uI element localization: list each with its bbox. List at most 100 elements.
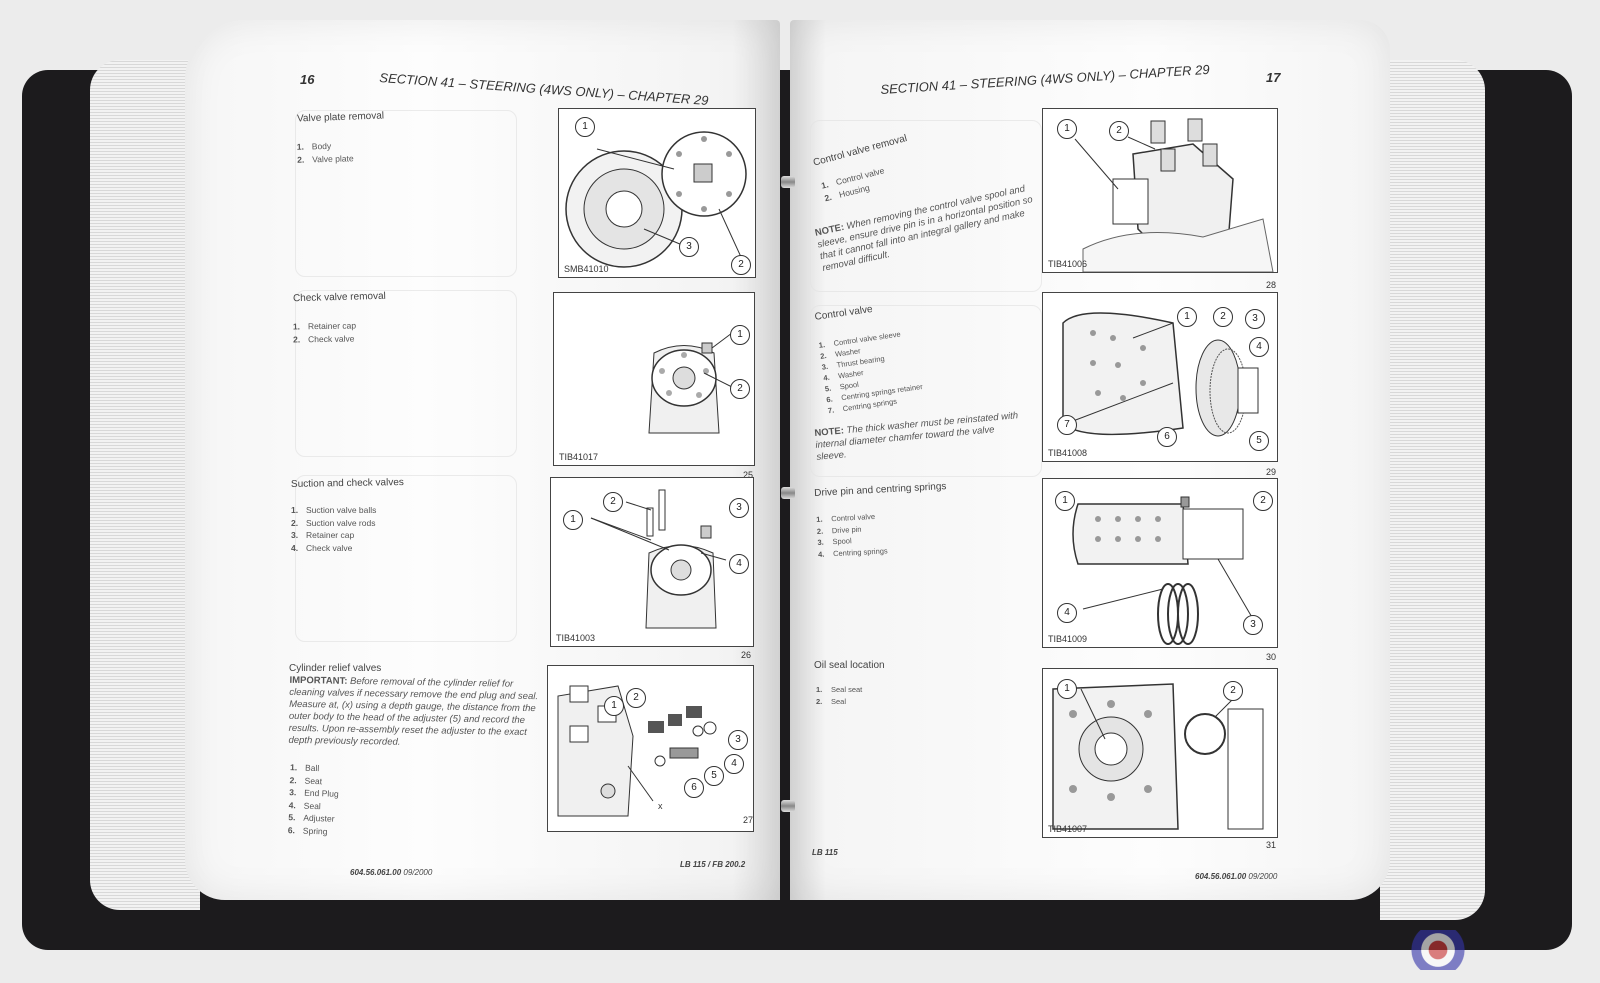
left-page: 16 SECTION 41 – STEERING (4WS ONLY) – CH… bbox=[185, 20, 780, 900]
callout-marker: 1 bbox=[730, 325, 750, 345]
figure-code: TIB41009 bbox=[1048, 634, 1088, 644]
callout-marker: 2 bbox=[1253, 491, 1273, 511]
callout-marker: 4 bbox=[724, 754, 744, 774]
right-page: SECTION 41 – STEERING (4WS ONLY) – CHAPT… bbox=[790, 20, 1390, 900]
figure-number: 26 bbox=[741, 650, 752, 660]
parts-list: 1.Retainer cap 2.Check valve bbox=[293, 319, 357, 345]
page-number: 17 bbox=[1266, 70, 1281, 85]
callout-marker: 3 bbox=[1245, 309, 1265, 329]
x-label: x bbox=[658, 801, 663, 811]
figure-number: 27 bbox=[743, 815, 754, 825]
important-note: IMPORTANT: Before removal of the cylinde… bbox=[288, 674, 539, 748]
callout-marker: 1 bbox=[604, 696, 624, 716]
figure-code: TIB41017 bbox=[559, 452, 599, 462]
list-item: 4.Check valve bbox=[291, 542, 353, 553]
callout-marker: 2 bbox=[1223, 681, 1243, 701]
callout-marker: 2 bbox=[1213, 307, 1233, 327]
list-item: 1.Seal seat bbox=[816, 685, 863, 694]
show-through-image bbox=[810, 120, 1042, 292]
callout-marker: 7 bbox=[1057, 415, 1077, 435]
list-item: 2.Check valve bbox=[293, 332, 355, 345]
callout-marker: 3 bbox=[729, 498, 749, 518]
list-item: 1.Suction valve balls bbox=[291, 505, 377, 515]
callout-marker: 3 bbox=[728, 730, 748, 750]
show-through-image bbox=[810, 305, 1042, 477]
control-valve-removal-illustration bbox=[1074, 118, 1274, 272]
footer-model: LB 115 / FB 200.2 bbox=[680, 860, 746, 869]
binder-ring bbox=[781, 176, 795, 188]
list-item: 3.Retainer cap bbox=[291, 530, 355, 540]
parts-list: 1.Ball 2.Seat 3.End Plug 4.Seal 5.Adjust… bbox=[288, 761, 340, 838]
figure-28: 1 2 TIB41006 bbox=[1042, 108, 1278, 273]
callout-marker: 5 bbox=[704, 766, 724, 786]
callout-marker: 5 bbox=[1249, 431, 1269, 451]
figure-26: 1 2 3 4 TIB41003 bbox=[550, 477, 754, 647]
control-valve-exploded-illustration bbox=[1062, 312, 1259, 437]
figure-code: TIB41008 bbox=[1048, 448, 1088, 458]
flag-sticker bbox=[1390, 930, 1510, 970]
figure-number: 31 bbox=[1266, 840, 1277, 850]
page-header: SECTION 41 – STEERING (4WS ONLY) – CHAPT… bbox=[880, 61, 1210, 97]
figure-code: TIB41003 bbox=[556, 633, 596, 643]
footer-code: 604.56.061.00 09/2000 bbox=[1195, 872, 1278, 881]
figure-29: 1 2 3 4 5 6 7 TIB41008 bbox=[1042, 292, 1278, 462]
callout-marker: 1 bbox=[1057, 119, 1077, 139]
callout-marker: 2 bbox=[731, 255, 751, 275]
callout-marker: 6 bbox=[684, 778, 704, 798]
figure-number: 28 bbox=[1266, 280, 1277, 290]
callout-marker: 4 bbox=[1249, 337, 1269, 357]
figure-31: 1 2 TIB41007 bbox=[1042, 668, 1278, 838]
figure-30: 1 2 3 4 TIB41009 bbox=[1042, 478, 1278, 648]
figure-24: 1 2 3 SMB41010 bbox=[558, 108, 756, 278]
page-header: SECTION 41 – STEERING (4WS ONLY) – CHAPT… bbox=[378, 70, 709, 108]
callout-marker: 2 bbox=[1109, 121, 1129, 141]
list-item: 2.Suction valve rods bbox=[291, 517, 376, 528]
list-item: 6.Spring bbox=[287, 824, 328, 836]
show-through-image bbox=[295, 290, 517, 457]
figure-number: 25 bbox=[743, 470, 754, 480]
parts-list: 1.Control valve 2.Drive pin 3.Spool 4.Ce… bbox=[816, 510, 888, 560]
show-through-image bbox=[295, 475, 517, 642]
callout-marker: 1 bbox=[1057, 679, 1077, 699]
callout-marker: 6 bbox=[1157, 427, 1177, 447]
list-item: 2.Valve plate bbox=[297, 152, 354, 165]
figure-27: x 1 2 3 4 5 6 bbox=[547, 665, 754, 832]
right-page-edges bbox=[1380, 60, 1485, 920]
valve-plate-illustration bbox=[565, 131, 747, 268]
drive-pin-illustration bbox=[1072, 496, 1254, 645]
callout-marker: 2 bbox=[626, 688, 646, 708]
figure-code: SMB41010 bbox=[564, 264, 609, 274]
figure-25: 1 2 TIB41017 bbox=[553, 292, 755, 466]
callout-marker: 4 bbox=[729, 554, 749, 574]
parts-list: 1.Body 2.Valve plate bbox=[297, 139, 354, 165]
binder-ring bbox=[781, 487, 795, 499]
callout-marker: 1 bbox=[1055, 491, 1075, 511]
list-item: 4.Centring springs bbox=[817, 545, 888, 559]
callout-marker: 3 bbox=[679, 237, 699, 257]
figure-number: 29 bbox=[1266, 467, 1277, 477]
left-page-edges bbox=[90, 60, 200, 910]
callout-marker: 1 bbox=[575, 117, 595, 137]
relief-valves-illustration: x bbox=[557, 685, 717, 817]
section-title: Cylinder relief valves bbox=[289, 663, 382, 674]
page-number: 16 bbox=[300, 72, 315, 87]
figure-code: TIB41006 bbox=[1048, 259, 1088, 269]
section-title: Drive pin and centring springs bbox=[814, 481, 947, 499]
suction-valves-illustration bbox=[590, 489, 727, 629]
callout-marker: 1 bbox=[1177, 307, 1197, 327]
parts-list: 1.Seal seat 2.Seal bbox=[816, 684, 862, 707]
binder-ring bbox=[781, 800, 795, 812]
check-valve-illustration bbox=[648, 332, 735, 434]
show-through-image bbox=[295, 110, 517, 277]
list-item: 2.Seal bbox=[816, 696, 847, 706]
callout-marker: 4 bbox=[1057, 603, 1077, 623]
footer-code: 604.56.061.00 09/2000 bbox=[350, 868, 433, 877]
callout-marker: 2 bbox=[730, 379, 750, 399]
section-title: Suction and check valves bbox=[290, 477, 404, 490]
figure-code: TIB41007 bbox=[1048, 824, 1088, 834]
callout-marker: 2 bbox=[603, 492, 623, 512]
callout-marker: 1 bbox=[563, 510, 583, 530]
parts-list: 1.Control valve sleeve 2.Washer 3.Thrust… bbox=[818, 326, 925, 416]
parts-list: 1.Suction valve balls 2.Suction valve ro… bbox=[291, 504, 376, 554]
callout-marker: 3 bbox=[1243, 615, 1263, 635]
